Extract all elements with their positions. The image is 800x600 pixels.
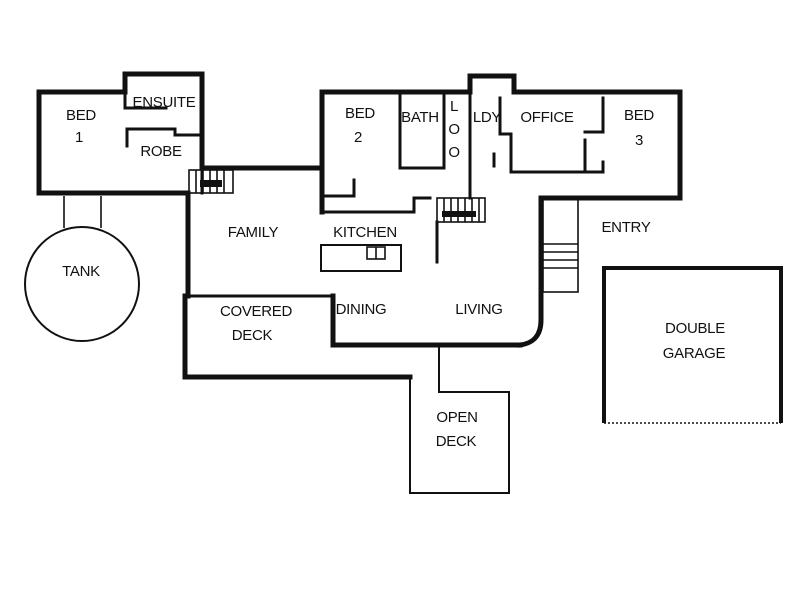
- robe-label: ROBE: [140, 143, 182, 160]
- loo-letter-o2: O: [448, 144, 459, 161]
- kitchen-label: KITCHEN: [333, 224, 397, 241]
- loo-letter-o1: O: [448, 121, 459, 138]
- stairs-left: [188, 169, 234, 194]
- interior-walls: [186, 90, 605, 298]
- loo-letter-l: L: [450, 98, 458, 115]
- entry-label: ENTRY: [601, 219, 650, 236]
- open-deck-label-line1: OPEN: [436, 409, 477, 426]
- office-label: OFFICE: [520, 109, 573, 126]
- living-label: LIVING: [455, 301, 502, 318]
- bed2-label: BED: [345, 105, 375, 122]
- stairs-center: [436, 197, 486, 223]
- laundry-label: LDY: [473, 109, 502, 126]
- bath-label: BATH: [401, 109, 439, 126]
- family-label: FAMILY: [228, 224, 279, 241]
- bed2-number: 2: [354, 129, 362, 146]
- ensuite-label: ENSUITE: [133, 94, 196, 111]
- bed1-number: 1: [75, 129, 83, 146]
- kitchen-island: [320, 244, 402, 272]
- tank-structure: [24, 196, 140, 342]
- dining-label: DINING: [336, 301, 387, 318]
- bed3-label: BED: [624, 107, 654, 124]
- open-deck-label-line2: DECK: [436, 433, 477, 450]
- double-garage-walls: [602, 266, 783, 424]
- bed1-label: BED: [66, 107, 96, 124]
- double-garage-label-line2: GARAGE: [663, 345, 726, 362]
- double-garage-label-line1: DOUBLE: [665, 320, 725, 337]
- room-labels: BED 1 ENSUITE ROBE BED 2 BATH L O O LDY …: [62, 94, 726, 450]
- bed3-number: 3: [635, 132, 643, 149]
- open-deck-outline: [409, 347, 510, 494]
- bed1-wing-walls: [36, 71, 205, 196]
- tank-circle: [24, 226, 140, 342]
- covered-deck-label-line2: DECK: [232, 327, 273, 344]
- entry-steps: [542, 197, 579, 293]
- covered-deck-label-line1: COVERED: [220, 303, 293, 320]
- tank-label: TANK: [62, 263, 100, 280]
